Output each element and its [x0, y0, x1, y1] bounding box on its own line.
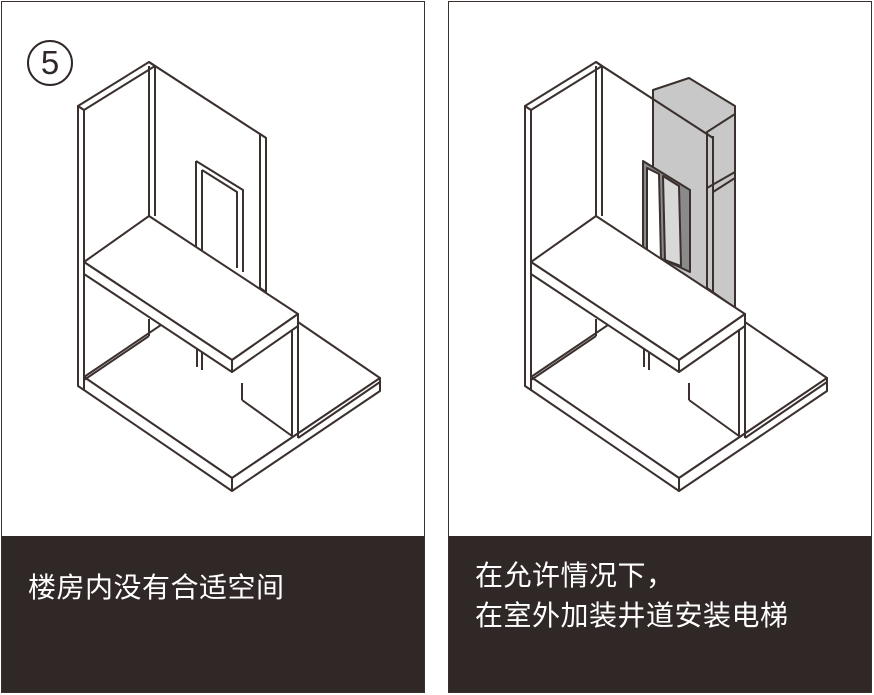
left-caption: 楼房内没有合适空间 [28, 568, 285, 608]
right-panel: 在允许情况下， 在室外加装井道安装电梯 [448, 1, 872, 693]
right-caption: 在允许情况下， 在室外加装井道安装电梯 [475, 556, 789, 636]
left-caption-band: 楼房内没有合适空间 [2, 536, 424, 692]
building-illustration-external-shaft [524, 61, 828, 492]
right-caption-band: 在允许情况下， 在室外加装井道安装电梯 [449, 536, 871, 692]
step-number-badge: 5 [27, 40, 73, 86]
building-illustration-no-space [77, 61, 381, 492]
caption-line: 楼房内没有合适空间 [28, 571, 285, 604]
left-panel: 5 楼房内没有合适空间 [1, 1, 425, 693]
caption-line: 在允许情况下， [475, 559, 675, 592]
caption-line: 在室外加装井道安装电梯 [475, 599, 789, 632]
